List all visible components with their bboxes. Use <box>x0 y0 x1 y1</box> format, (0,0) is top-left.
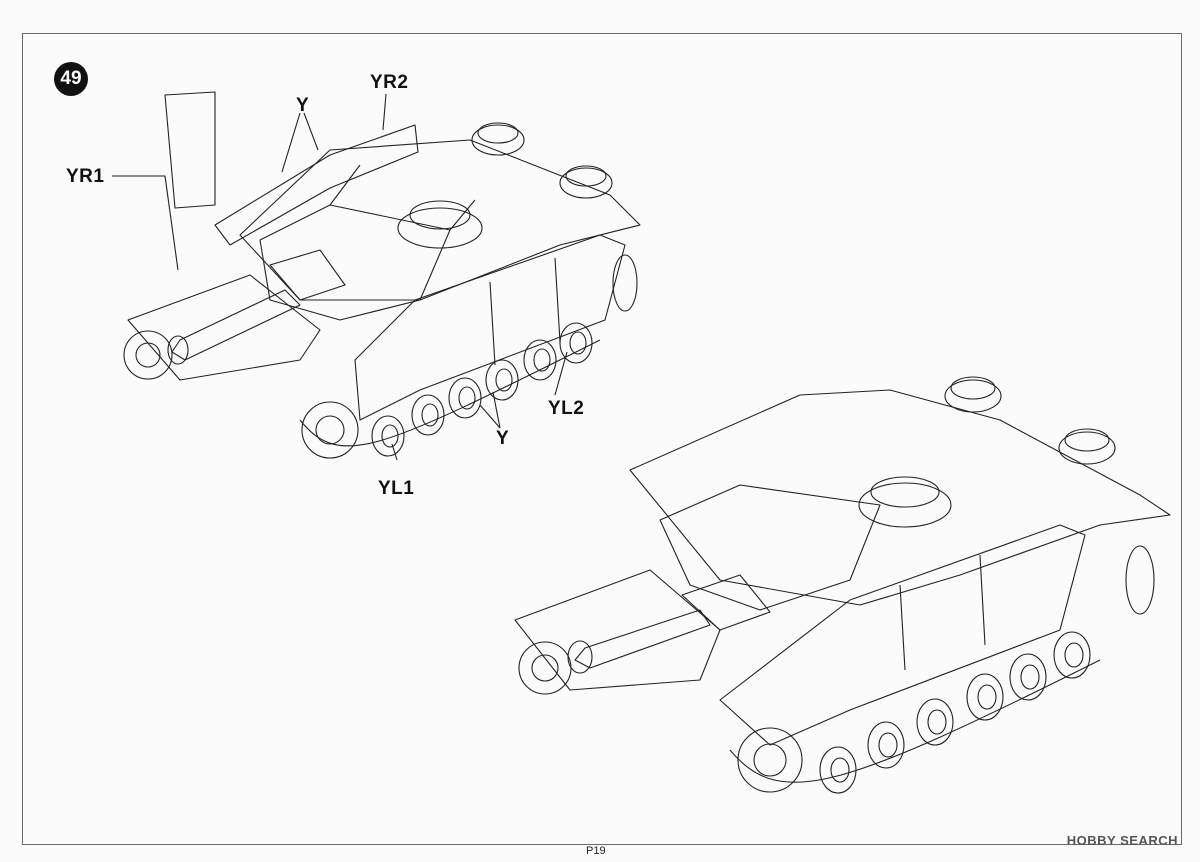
step-number-badge: 49 <box>54 62 88 96</box>
vehicle-assembly-view <box>112 91 641 461</box>
label-yl2: YL2 <box>548 398 585 419</box>
vehicle-completed-view <box>514 376 1171 794</box>
label-yr2: YR2 <box>370 72 409 93</box>
page-frame <box>22 33 1182 845</box>
page-number: P19 <box>586 845 606 857</box>
label-y-top: Y <box>296 95 310 116</box>
label-y-bottom: Y <box>496 428 510 449</box>
road-wheels-right <box>819 631 1091 794</box>
label-yr1: YR1 <box>66 166 105 187</box>
skirt-yr2-part <box>214 124 419 246</box>
road-wheels-left <box>371 322 593 457</box>
label-yl1: YL1 <box>378 478 415 499</box>
watermark: HOBBY SEARCH <box>1066 833 1178 848</box>
skirt-yr1-part <box>164 91 216 209</box>
